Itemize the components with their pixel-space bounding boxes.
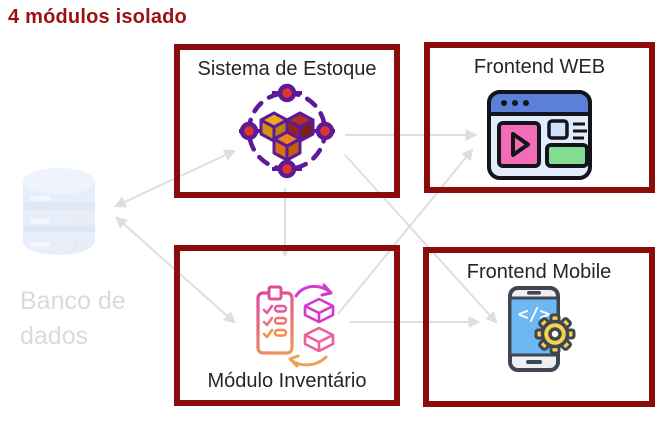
- module-box-frontend-web: Frontend WEB: [424, 42, 655, 193]
- module-label-modulo-inventario: Módulo Inventário: [207, 370, 367, 392]
- module-label-frontend-web: Frontend WEB: [473, 56, 606, 78]
- mobile-code-gear-icon: </>: [508, 286, 576, 372]
- module-label-sistema-estoque: Sistema de Estoque: [197, 58, 377, 80]
- database-label: Banco de dados: [20, 287, 126, 350]
- browser-icon: [487, 90, 592, 180]
- module-label-frontend-mobile: Frontend Mobile: [466, 261, 612, 283]
- database-icon: [23, 168, 95, 255]
- module-box-frontend-mobile: Frontend Mobile: [423, 247, 655, 407]
- packages-orbit-icon: [239, 83, 335, 179]
- gear-icon: [534, 313, 576, 355]
- diagram-title: 4 módulos isolado: [8, 6, 187, 28]
- module-box-sistema-estoque: Sistema de Estoque: [174, 44, 400, 198]
- database-node: Banco de dados: [18, 166, 158, 350]
- inventory-clipboard-icon: [256, 283, 335, 368]
